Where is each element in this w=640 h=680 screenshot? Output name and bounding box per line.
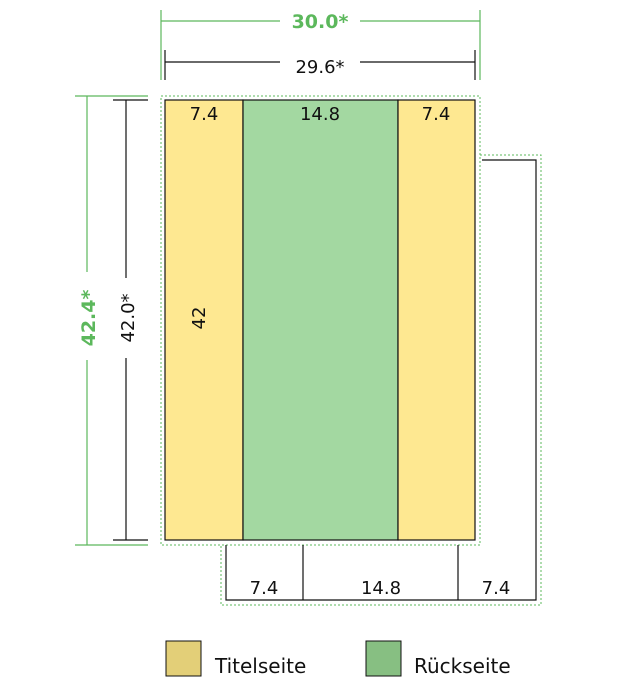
bottom-segment-right-label: 7.4 bbox=[482, 578, 511, 599]
center-panel-width-label: 14.8 bbox=[300, 104, 340, 125]
legend-label-back: Rückseite bbox=[414, 654, 511, 678]
left-title-panel bbox=[164, 99, 244, 541]
bottom-segment-left-label: 7.4 bbox=[250, 578, 279, 599]
outer-width-label: 30.0* bbox=[292, 11, 349, 33]
legend-swatch-back bbox=[365, 640, 402, 677]
right-panel-width-label: 7.4 bbox=[422, 104, 451, 125]
inner-height-dimension: 42.0* bbox=[113, 99, 148, 541]
inner-width-label: 29.6* bbox=[295, 57, 344, 78]
center-back-panel bbox=[242, 99, 399, 541]
inner-height-label: 42.0* bbox=[118, 293, 139, 342]
outer-height-label: 42.4* bbox=[78, 290, 100, 347]
flap-outline-inner bbox=[225, 159, 537, 601]
outer-width-dimension: 30.0* bbox=[160, 10, 481, 80]
legend-label-title: Titelseite bbox=[214, 654, 306, 678]
legend: Titelseite Rückseite bbox=[165, 640, 511, 678]
bottom-segment-center-label: 14.8 bbox=[361, 578, 401, 599]
left-panel-height-label: 42 bbox=[189, 307, 210, 330]
inner-width-dimension: 29.6* bbox=[164, 50, 476, 80]
flap-outline-outer bbox=[220, 154, 542, 606]
legend-swatch-title bbox=[165, 640, 202, 677]
right-title-panel bbox=[397, 99, 476, 541]
left-panel-width-label: 7.4 bbox=[190, 104, 219, 125]
outer-height-dimension: 42.4* bbox=[75, 95, 148, 546]
